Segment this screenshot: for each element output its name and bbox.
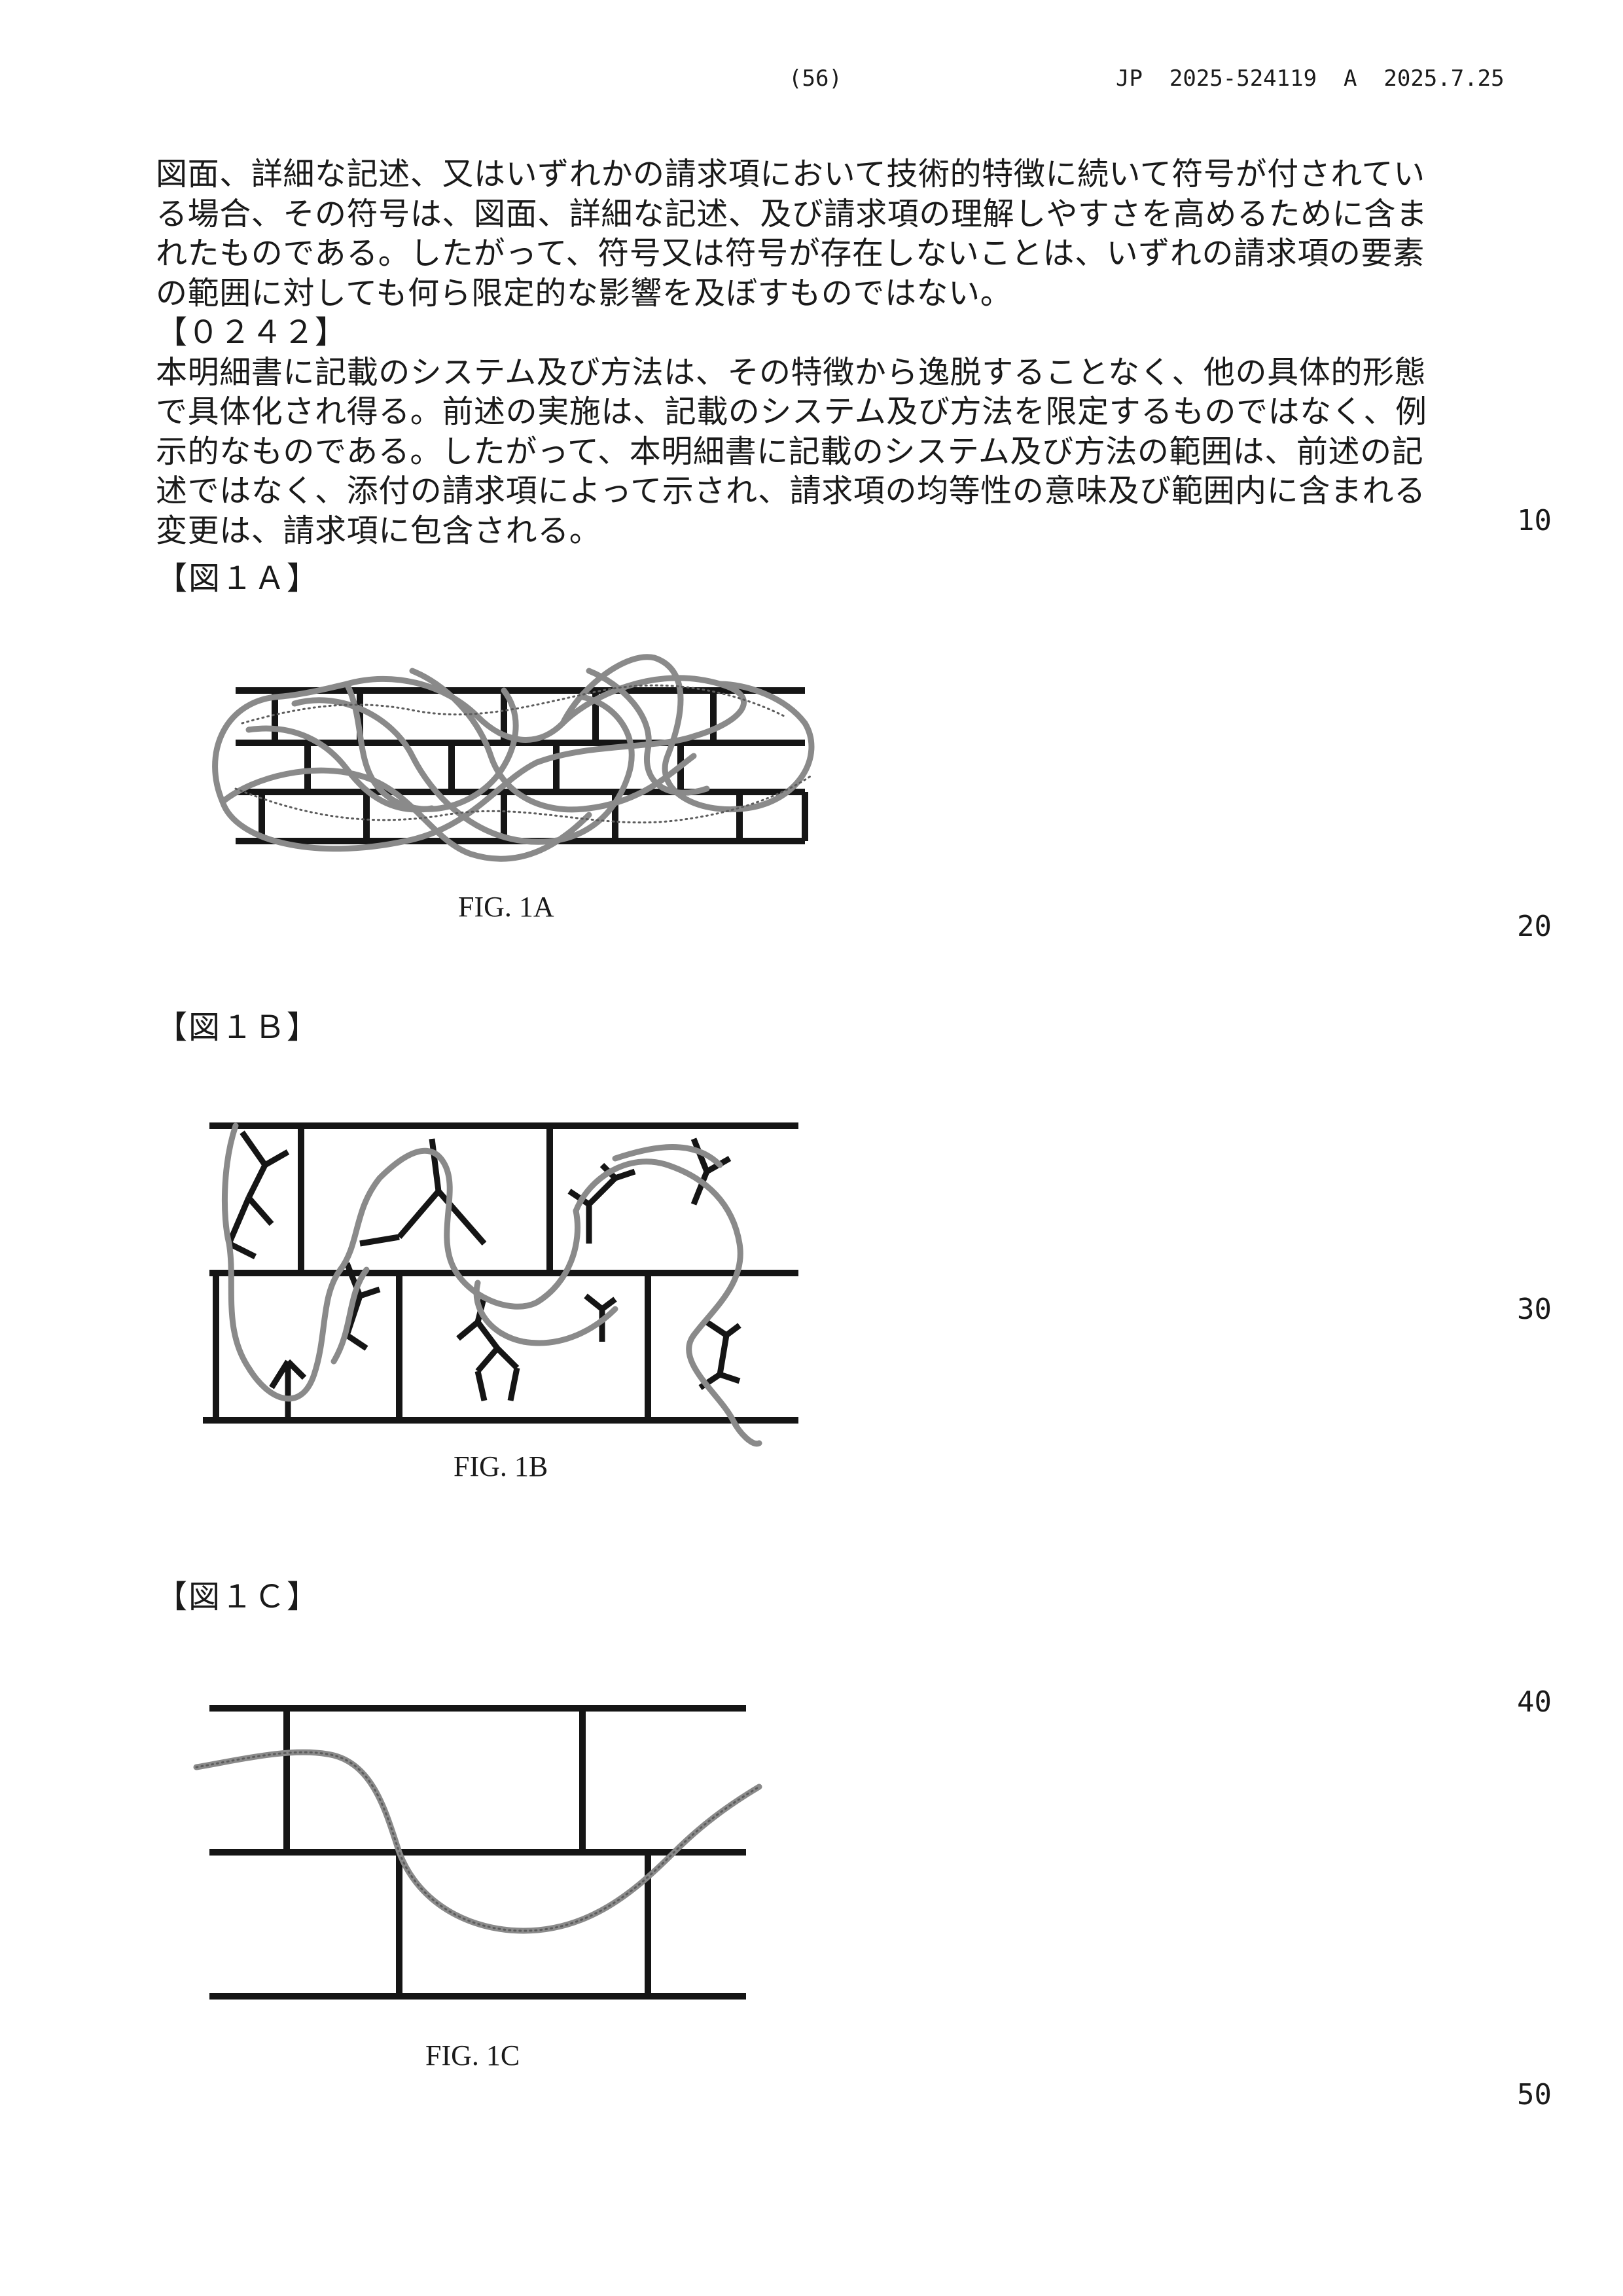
figure-1b-caption: FIG. 1B (454, 1450, 548, 1483)
line-number-30: 30 (1517, 1293, 1552, 1326)
text-line: 述ではなく、添付の請求項によって示され、請求項の均等性の意味及び範囲内に含まれる (156, 471, 1465, 511)
fiber-strand (196, 1752, 759, 1931)
fiber-strands (224, 1126, 759, 1444)
publication-id: JP 2025-524119 A 2025.7.25 (1116, 65, 1505, 92)
text-line: の範囲に対しても何ら限定的な影響を及ぼすものではない。 (156, 274, 1465, 314)
text-line: 示的なものである。したがって、本明細書に記載のシステム及び方法の範囲は、前述の記 (156, 432, 1465, 472)
text-line: で具体化され得る。前述の実施は、記載のシステム及び方法を限定するものではなく、例 (156, 392, 1465, 432)
line-number-40: 40 (1517, 1685, 1552, 1719)
line-number-20: 20 (1517, 910, 1552, 943)
paragraph-number: 【０２４２】 (156, 313, 1465, 353)
figure-1b-drawing (196, 1113, 825, 1453)
figure-1a-label: 【図１Ａ】 (156, 552, 319, 598)
text-line: 変更は、請求項に包含される。 (156, 511, 1465, 551)
page-number: (56) (789, 65, 842, 92)
line-number-10: 10 (1517, 504, 1552, 537)
figure-1a-drawing (196, 645, 838, 880)
figure-1c-label: 【図１Ｃ】 (156, 1571, 319, 1617)
line-number-50: 50 (1517, 2078, 1552, 2111)
text-line: る場合、その符号は、図面、詳細な記述、及び請求項の理解しやすさを高めるために含ま (156, 194, 1465, 234)
body-text: 図面、詳細な記述、又はいずれかの請求項において技術的特徴に続いて符号が付されてい… (156, 154, 1465, 550)
text-line: 本明細書に記載のシステム及び方法は、その特徴から逸脱することなく、他の具体的形態 (156, 353, 1465, 393)
figure-1c-caption: FIG. 1C (425, 2039, 520, 2072)
text-line: 図面、詳細な記述、又はいずれかの請求項において技術的特徴に続いて符号が付されてい (156, 154, 1465, 194)
figure-1b-label: 【図１Ｂ】 (156, 1001, 319, 1047)
text-line: れたものである。したがって、符号又は符号が存在しないことは、いずれの請求項の要素 (156, 234, 1465, 274)
figure-1a-caption: FIG. 1A (458, 890, 554, 924)
figure-1c-drawing (196, 1695, 785, 2022)
brick-wall (236, 691, 805, 841)
